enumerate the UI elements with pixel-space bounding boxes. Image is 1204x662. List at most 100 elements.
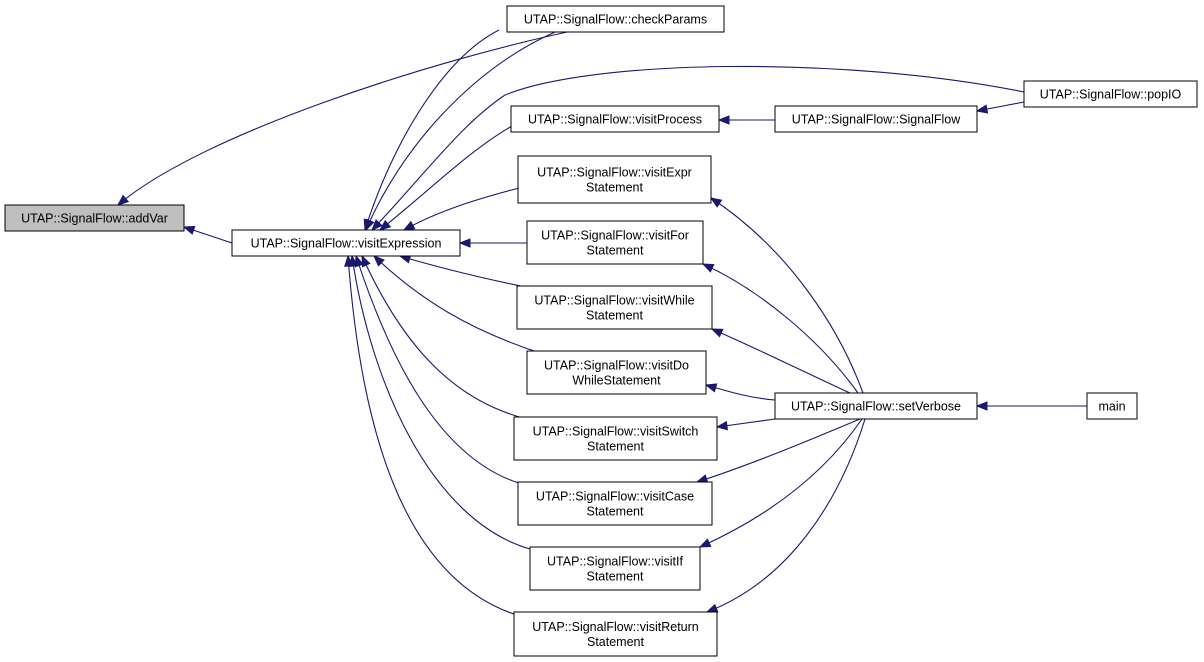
edge-line bbox=[699, 418, 863, 548]
edge-arrowhead bbox=[709, 197, 723, 208]
node-label: UTAP::SignalFlow::visitIf bbox=[547, 555, 683, 569]
node-box[interactable] bbox=[231, 229, 461, 257]
edge-arrowhead bbox=[710, 328, 724, 338]
edge-arrowhead bbox=[182, 225, 196, 235]
node-popIO[interactable]: UTAP::SignalFlow::popIO bbox=[1023, 80, 1198, 108]
edge-arrowhead bbox=[373, 255, 385, 267]
edge-main-to-setVerbose bbox=[975, 401, 1087, 411]
edge-arrowhead bbox=[361, 254, 371, 268]
node-label: UTAP::SignalFlow::setVerbose bbox=[791, 400, 961, 414]
node-label: UTAP::SignalFlow::checkParams bbox=[524, 13, 707, 27]
node-label: UTAP::SignalFlow::visitProcess bbox=[528, 113, 702, 127]
call-nodes: UTAP::SignalFlow::addVarUTAP::SignalFlow… bbox=[4, 5, 1198, 657]
edge-setVerbose-to-visitReturnStatement bbox=[705, 418, 866, 613]
node-label: UTAP::SignalFlow::visitReturn bbox=[532, 620, 699, 634]
edge-setVerbose-to-visitWhileStatement bbox=[710, 328, 851, 394]
node-visitProcess[interactable]: UTAP::SignalFlow::visitProcess bbox=[510, 105, 720, 133]
edge-line bbox=[710, 197, 864, 394]
node-box[interactable] bbox=[1023, 80, 1198, 108]
edge-line bbox=[705, 384, 776, 401]
edge-popIO-to-checkParams bbox=[363, 29, 500, 232]
node-box[interactable] bbox=[516, 285, 713, 330]
node-box[interactable] bbox=[506, 5, 725, 33]
edge-line bbox=[355, 255, 523, 485]
node-label: Statement bbox=[587, 635, 645, 649]
edge-visitProcess-to-visitExpression bbox=[378, 125, 513, 231]
node-label: UTAP::SignalFlow::visitCase bbox=[536, 490, 694, 504]
node-box[interactable] bbox=[526, 350, 707, 395]
edge-visitWhileStatement-to-visitExpression bbox=[398, 254, 541, 291]
node-label: main bbox=[1098, 400, 1125, 414]
node-box[interactable] bbox=[510, 105, 720, 133]
edge-line bbox=[347, 255, 521, 617]
node-label: UTAP::SignalFlow::SignalFlow bbox=[792, 113, 962, 127]
node-box[interactable] bbox=[513, 416, 718, 461]
node-label: Statement bbox=[587, 505, 645, 519]
edge-line bbox=[399, 255, 541, 291]
edge-popIO-to-visitExpression bbox=[371, 65, 1025, 231]
node-box[interactable] bbox=[513, 611, 718, 657]
edge-line bbox=[696, 418, 861, 483]
edge-setVerbose-to-visitForStatement bbox=[701, 263, 859, 394]
edge-checkParams-to-addVar bbox=[116, 27, 587, 206]
node-label: UTAP::SignalFlow::popIO bbox=[1040, 88, 1182, 102]
node-label: UTAP::SignalFlow::visitSwitch bbox=[533, 425, 699, 439]
node-label: UTAP::SignalFlow::visitDo bbox=[544, 359, 689, 373]
edge-signalFlow-to-visitProcess bbox=[717, 115, 775, 125]
node-signalFlow[interactable]: UTAP::SignalFlow::SignalFlow bbox=[774, 105, 978, 133]
node-label: UTAP::SignalFlow::visitExpr bbox=[537, 166, 692, 180]
edge-arrowhead bbox=[975, 104, 989, 114]
node-box[interactable] bbox=[774, 105, 978, 133]
edge-line bbox=[365, 31, 556, 231]
edge-line bbox=[361, 255, 528, 420]
node-addVar[interactable]: UTAP::SignalFlow::addVar bbox=[4, 204, 185, 232]
node-label: Statement bbox=[587, 244, 645, 258]
node-label: Statement bbox=[586, 309, 644, 323]
node-box[interactable] bbox=[517, 481, 713, 526]
edge-popIO-to-signalFlow bbox=[975, 101, 1025, 114]
edge-arrowhead bbox=[402, 220, 416, 231]
node-checkParams[interactable]: UTAP::SignalFlow::checkParams bbox=[506, 5, 725, 33]
node-setVerbose[interactable]: UTAP::SignalFlow::setVerbose bbox=[774, 392, 978, 420]
edge-arrowhead bbox=[378, 219, 392, 231]
call-edges bbox=[116, 27, 1087, 617]
edge-arrowhead bbox=[371, 219, 383, 231]
edge-visitForStatement-to-visitExpression bbox=[458, 238, 527, 248]
edge-setVerbose-to-visitSwitchStatement bbox=[715, 418, 776, 431]
edge-arrowhead bbox=[715, 420, 729, 431]
node-visitExpression[interactable]: UTAP::SignalFlow::visitExpression bbox=[231, 229, 461, 257]
edge-line bbox=[373, 255, 541, 354]
edge-arrowhead bbox=[116, 194, 130, 206]
edge-arrowhead bbox=[698, 538, 712, 548]
node-box[interactable] bbox=[526, 220, 704, 265]
edge-visitExpression-to-addVar bbox=[182, 225, 233, 244]
node-box[interactable] bbox=[1086, 392, 1138, 420]
edge-arrowhead bbox=[363, 218, 373, 232]
edge-setVerbose-to-visitDoWhileStatement bbox=[704, 383, 776, 401]
edge-arrowhead bbox=[344, 254, 354, 267]
node-box[interactable] bbox=[517, 155, 712, 204]
edge-arrowhead bbox=[701, 263, 715, 273]
edge-line bbox=[702, 263, 859, 394]
edge-line bbox=[711, 328, 851, 394]
node-box[interactable] bbox=[529, 546, 701, 591]
node-label: WhileStatement bbox=[572, 374, 661, 388]
edge-visitDoWhileStatement-to-visitExpression bbox=[373, 255, 541, 354]
edge-visitReturnStatement-to-visitExpression bbox=[344, 254, 521, 617]
node-label: UTAP::SignalFlow::visitExpression bbox=[251, 237, 442, 251]
node-box[interactable] bbox=[774, 392, 978, 420]
node-label: Statement bbox=[587, 440, 645, 454]
node-main[interactable]: main bbox=[1086, 392, 1138, 420]
edge-arrowhead bbox=[717, 115, 730, 125]
edge-setVerbose-to-visitIfStatement bbox=[698, 418, 863, 548]
node-box[interactable] bbox=[4, 204, 185, 232]
